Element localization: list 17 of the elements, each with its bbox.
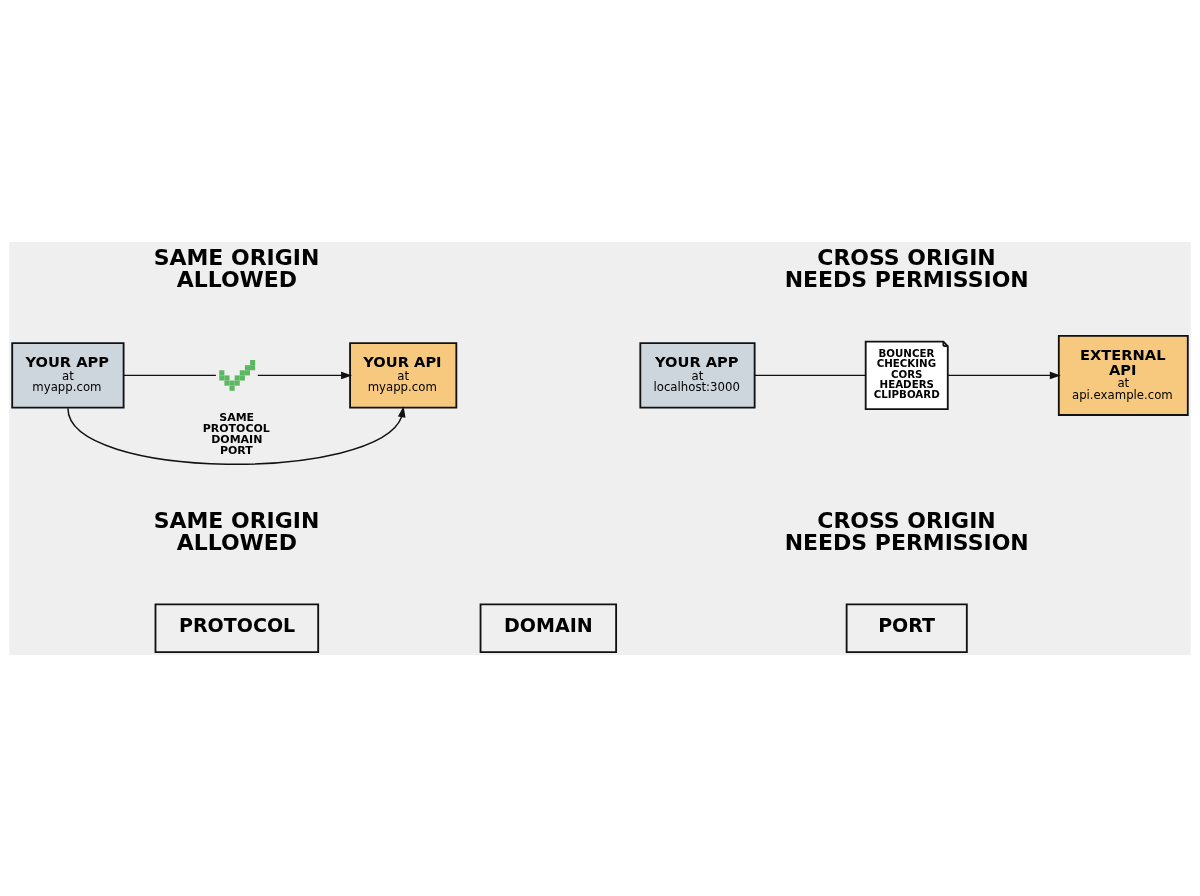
node-box: EXTERNAL API at api.example.com: [1057, 334, 1189, 416]
connector: [753, 374, 867, 376]
node-box: YOUR APP at myapp.com: [11, 341, 125, 409]
node-box: YOUR APP at localhost:3000: [639, 341, 756, 409]
edge-label: SAME PROTOCOL DOMAIN PORT: [202, 410, 270, 457]
arrow: [257, 371, 353, 379]
node-box: YOUR API at myapp.com: [349, 341, 458, 409]
node-box: DOMAIN: [479, 603, 618, 653]
arrow: [947, 371, 1061, 379]
label: SAME ORIGIN ALLOWED: [153, 507, 320, 555]
label: CROSS ORIGIN NEEDS PERMISSION: [784, 507, 1029, 555]
label: CROSS ORIGIN NEEDS PERMISSION: [784, 244, 1029, 292]
connector: [122, 374, 217, 376]
node-box: PROTOCOL: [154, 603, 320, 653]
node-box: PORT: [845, 603, 968, 653]
label: SAME ORIGIN ALLOWED: [153, 244, 320, 292]
arrow: [67, 405, 406, 465]
